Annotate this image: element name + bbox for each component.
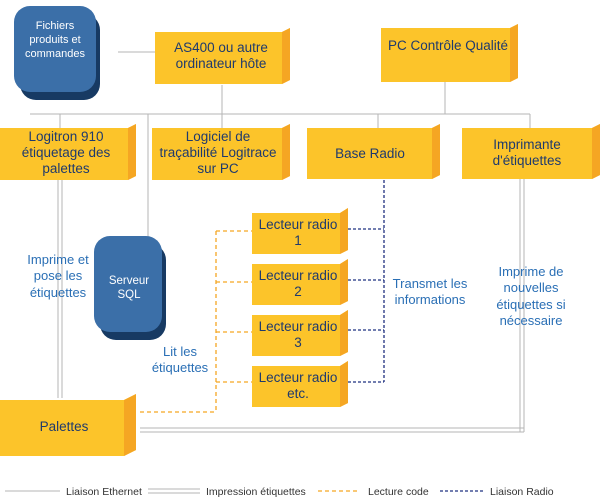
legend-radio-label: Liaison Radio: [490, 486, 554, 498]
serveur-label: Serveur SQL: [108, 275, 150, 302]
impression-lines: [57, 178, 525, 433]
annotation-lit: Lit les étiquettes: [151, 344, 209, 376]
box-palettes-shape: [0, 394, 136, 456]
pc-label: PC Contrôle Qualité: [387, 38, 509, 53]
palettes-label: Palettes: [39, 419, 89, 434]
logitron-label: Logitron 910 étiquetage des palettes: [21, 129, 111, 176]
box-base-radio-shape: [307, 124, 440, 179]
lecteur-etc-label: Lecteur radio etc.: [258, 370, 338, 401]
logiciel-label: Logiciel de traçabilité Logitrace sur PC: [159, 129, 277, 176]
as400-label: AS400 ou autre ordinateur hôte: [174, 40, 268, 71]
box-lecteur2-shape: [252, 259, 348, 305]
database-fichiers-shape: [14, 6, 100, 100]
lecture-lines: [140, 230, 252, 413]
lecteur2-label: Lecteur radio 2: [258, 268, 338, 299]
lecteur3-label: Lecteur radio 3: [258, 319, 338, 350]
annotation-transmet: Transmet les informations: [392, 276, 468, 308]
legend-lines: [5, 488, 484, 494]
box-logiciel-shape: [152, 124, 290, 180]
box-as400-shape: [155, 28, 290, 84]
radio-lines: [348, 175, 385, 383]
base-radio-label: Base Radio: [335, 146, 405, 161]
lecteur1-label: Lecteur radio 1: [258, 217, 338, 248]
box-pc-shape: [381, 24, 518, 82]
ethernet-lines: [30, 51, 531, 238]
box-lecteur-etc-shape: [252, 361, 348, 407]
box-lecteur3-shape: [252, 310, 348, 356]
box-lecteur1-shape: [252, 208, 348, 254]
database-serveur-shape: [94, 236, 166, 340]
annotation-imprime-pose: Imprime et pose les étiquettes: [27, 252, 89, 300]
box-logitron-shape: [0, 124, 136, 180]
fichiers-label: Fichiers produits et commandes: [25, 20, 85, 60]
box-imprimante-shape: [462, 124, 600, 179]
annotation-imprime-nouvelles: Imprime de nouvelles étiquettes si néces…: [496, 264, 566, 328]
legend-impression-label: Impression étiquettes: [206, 486, 306, 498]
imprimante-label: Imprimante d'étiquettes: [492, 137, 562, 168]
legend-ethernet-label: Liaison Ethernet: [66, 486, 142, 498]
legend-lecture-label: Lecture code: [368, 486, 429, 498]
